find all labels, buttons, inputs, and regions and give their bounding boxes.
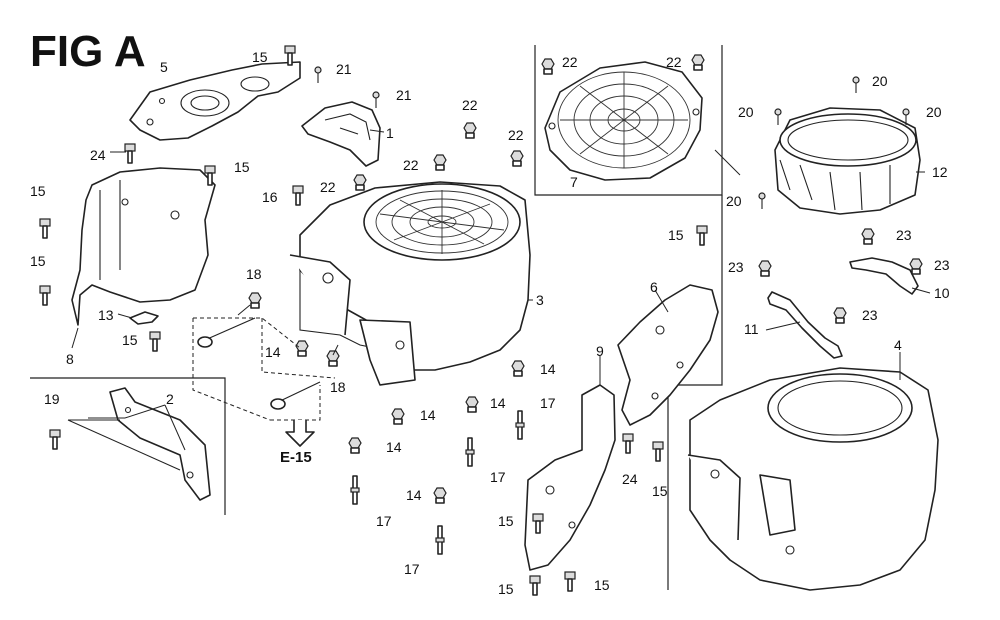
ref-22: 22 [508, 127, 524, 143]
ref-14: 14 [490, 395, 506, 411]
section-frames [30, 45, 723, 590]
ref-9: 9 [596, 343, 604, 359]
ref-7: 7 [570, 174, 578, 190]
ref-8: 8 [66, 351, 74, 367]
ref-14: 14 [420, 407, 436, 423]
ref-11: 11 [744, 321, 759, 337]
ref-15: 15 [594, 577, 610, 593]
cross-ref-label[interactable]: E-15 [280, 449, 312, 466]
part-2-small-bracket [109, 387, 211, 501]
ref-17: 17 [404, 561, 420, 577]
ref-17: 17 [540, 395, 556, 411]
cross-ref-box [192, 317, 336, 447]
part-10-bracket [849, 257, 919, 295]
leader-lines [67, 129, 931, 471]
part-4-shroud [687, 367, 939, 591]
ref-10: 10 [934, 285, 950, 301]
ref-22: 22 [403, 157, 419, 173]
ref-22: 22 [562, 54, 578, 70]
part-11-rod [767, 291, 843, 359]
ref-23: 23 [934, 257, 950, 273]
part-5-top-cover [129, 61, 301, 141]
ref-6: 6 [650, 279, 658, 295]
part-8-side-plate [71, 167, 216, 326]
ref-14: 14 [386, 439, 402, 455]
ref-20: 20 [872, 73, 888, 89]
reference-numbers: 5 15 21 21 1 22 22 22 22 16 24 15 15 15 … [30, 49, 950, 597]
ref-14: 14 [265, 344, 281, 360]
ref-23: 23 [896, 227, 912, 243]
ref-15: 15 [668, 227, 684, 243]
ref-15: 15 [30, 253, 46, 269]
ref-18: 18 [246, 266, 262, 282]
part-13-clip [129, 311, 159, 325]
ref-23: 23 [728, 259, 744, 275]
ref-20: 20 [738, 104, 754, 120]
ref-17: 17 [376, 513, 392, 529]
ref-19: 19 [44, 391, 60, 407]
ref-15: 15 [122, 332, 138, 348]
part-3-fan-cover [289, 181, 531, 386]
ref-16: 16 [262, 189, 278, 205]
part-9-plate [524, 384, 616, 571]
ref-5: 5 [160, 59, 168, 75]
part-6-side-bracket [617, 284, 719, 426]
ref-14: 14 [406, 487, 422, 503]
ref-20: 20 [726, 193, 742, 209]
ref-24: 24 [90, 147, 106, 163]
ref-13: 13 [98, 307, 114, 323]
part-7-fan-grille [544, 61, 703, 181]
ref-15: 15 [234, 159, 250, 175]
ref-14: 14 [540, 361, 556, 377]
ref-24: 24 [622, 471, 638, 487]
ref-1: 1 [386, 125, 394, 141]
ref-22: 22 [666, 54, 682, 70]
ref-15: 15 [652, 483, 668, 499]
ref-22: 22 [462, 97, 478, 113]
ref-2: 2 [166, 391, 174, 407]
ref-15: 15 [252, 49, 268, 65]
ref-15: 15 [30, 183, 46, 199]
ref-12: 12 [932, 164, 948, 180]
ref-3: 3 [536, 292, 544, 308]
ref-21: 21 [336, 61, 352, 77]
ref-22: 22 [320, 179, 336, 195]
part-1-cover [301, 101, 381, 167]
ref-23: 23 [862, 307, 878, 323]
ref-20: 20 [926, 104, 942, 120]
figure-title: FIG A [30, 27, 146, 76]
ref-15: 15 [498, 513, 514, 529]
ref-4: 4 [894, 337, 902, 353]
arrow-down-icon [285, 420, 315, 447]
ref-21: 21 [396, 87, 412, 103]
ref-15: 15 [498, 581, 514, 597]
ref-17: 17 [490, 469, 506, 485]
ref-18: 18 [330, 379, 346, 395]
part-12-ring-shroud [774, 107, 921, 215]
